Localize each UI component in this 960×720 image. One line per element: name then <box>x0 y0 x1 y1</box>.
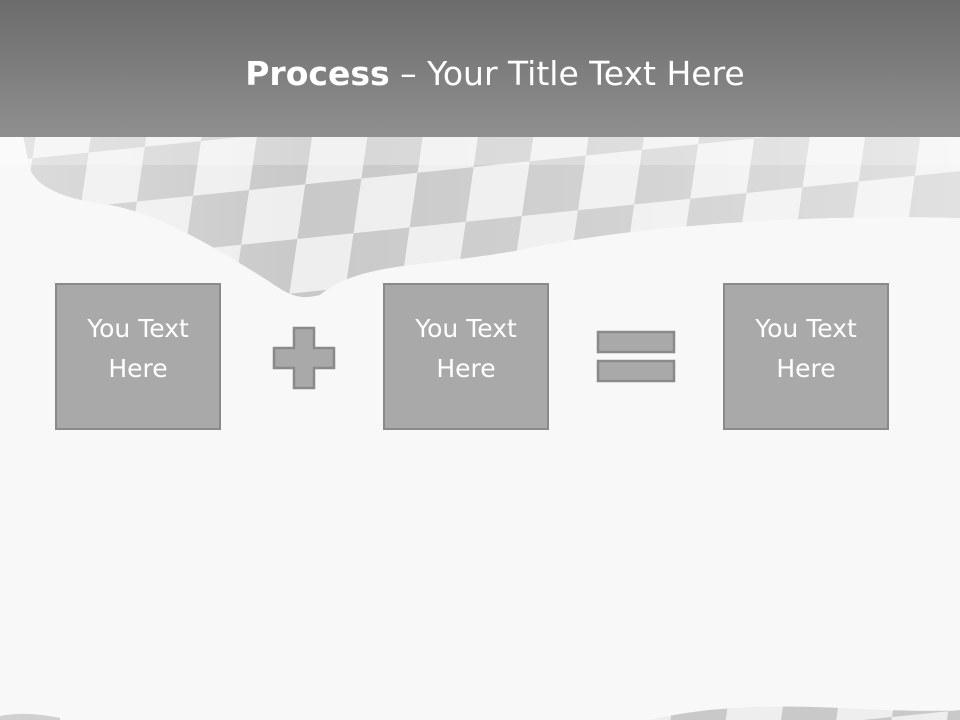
flag-wave-bottom <box>650 706 960 720</box>
equals-icon <box>596 330 676 383</box>
process-box-2: You Text Here <box>383 283 549 430</box>
process-box-1: You Text Here <box>55 283 221 430</box>
title-bold-part: Process <box>245 54 390 93</box>
plus-icon <box>272 326 336 390</box>
slide-title: Process – Your Title Text Here <box>0 52 960 96</box>
process-box-2-text: You Text Here <box>415 313 517 383</box>
process-box-3: You Text Here <box>723 283 889 430</box>
title-bar: Process – Your Title Text Here <box>0 0 960 137</box>
process-box-3-text: You Text Here <box>755 313 857 383</box>
process-box-1-text: You Text Here <box>87 313 189 383</box>
title-rest-part: – Your Title Text Here <box>389 54 745 93</box>
